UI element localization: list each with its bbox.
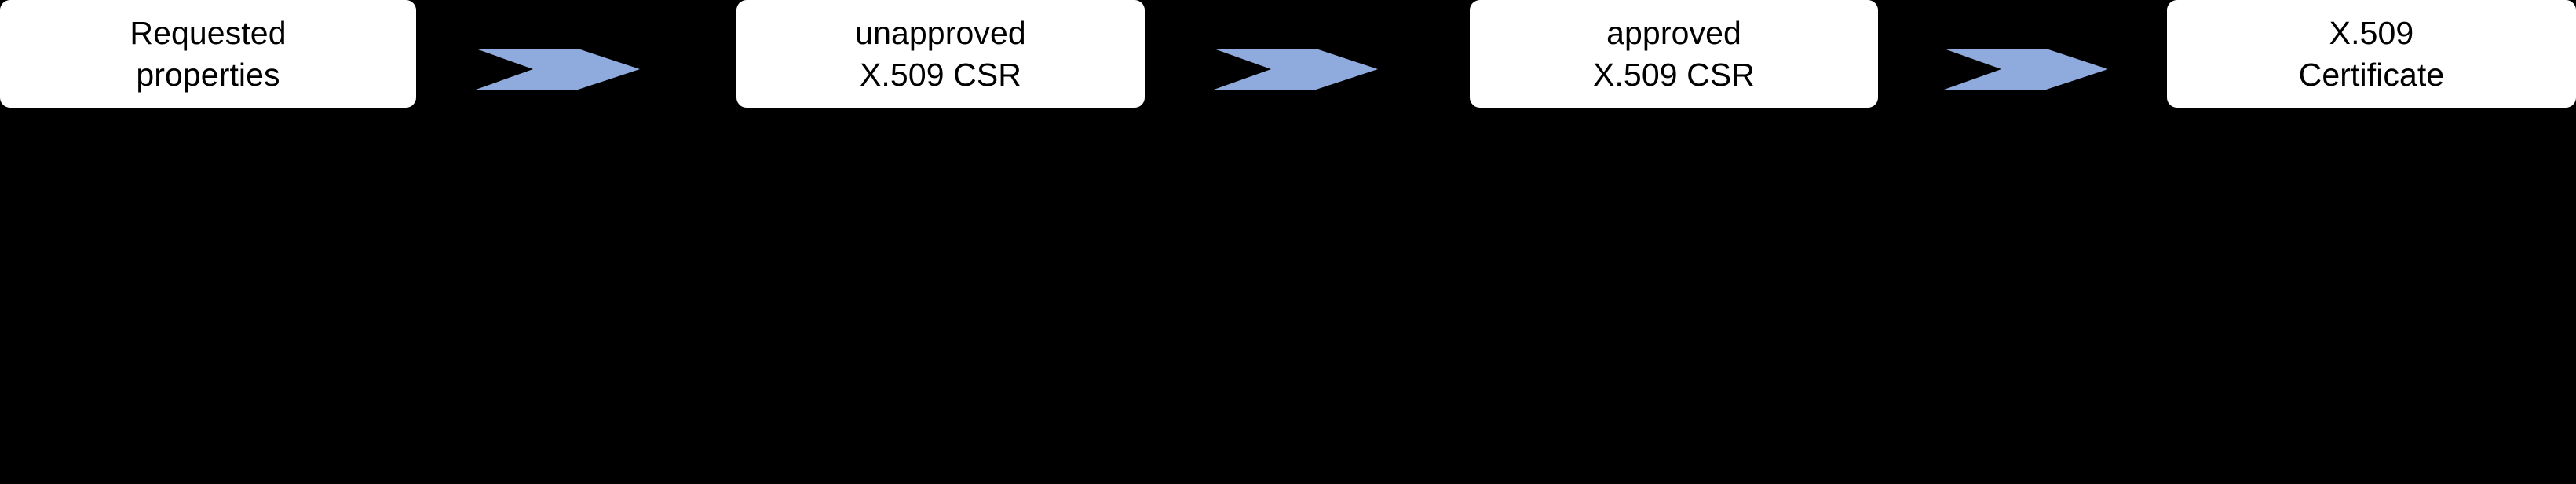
flow-step-label-line2: Certificate [2298,56,2445,93]
chevron-right-arrow-icon [1939,14,2128,93]
chevron-right-arrow-icon [471,14,660,93]
chevron-right-arrow-icon [1209,14,1398,93]
flow-step-label-line1: unapproved [855,15,1026,52]
flow-step-label-line2: X.509 CSR [1592,56,1755,93]
flow-step-unapproved-csr[interactable]: unapproved X.509 CSR [736,0,1145,108]
flow-step-x509-certificate[interactable]: X.509 Certificate [2167,0,2576,108]
chevron-right-arrow-icon-svg [1944,49,2108,90]
flow-step-label-line1: approved [1606,15,1741,52]
flow-step-label-line1: Requested [130,15,287,52]
flow-step-requested-properties[interactable]: Requested properties [0,0,416,108]
flow-step-label-line2: X.509 CSR [859,56,1021,93]
chevron-right-arrow-icon-svg [476,49,640,90]
chevron-right-arrow-icon-svg [1214,49,1378,90]
flow-step-approved-csr[interactable]: approved X.509 CSR [1470,0,1878,108]
flow-step-label-line2: properties [136,56,280,93]
flow-step-label-line1: X.509 [2329,15,2414,52]
